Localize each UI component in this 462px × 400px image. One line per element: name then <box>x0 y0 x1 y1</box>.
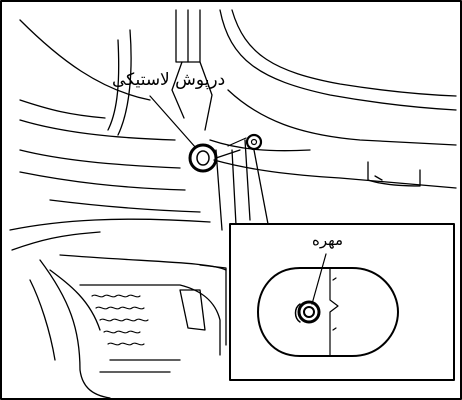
nut-label: مهره <box>312 231 343 249</box>
rubber-plug-label: درپوش لاستیکی <box>112 70 225 90</box>
rubber-plug-callout <box>150 96 240 171</box>
step-grip-marks <box>92 295 148 345</box>
